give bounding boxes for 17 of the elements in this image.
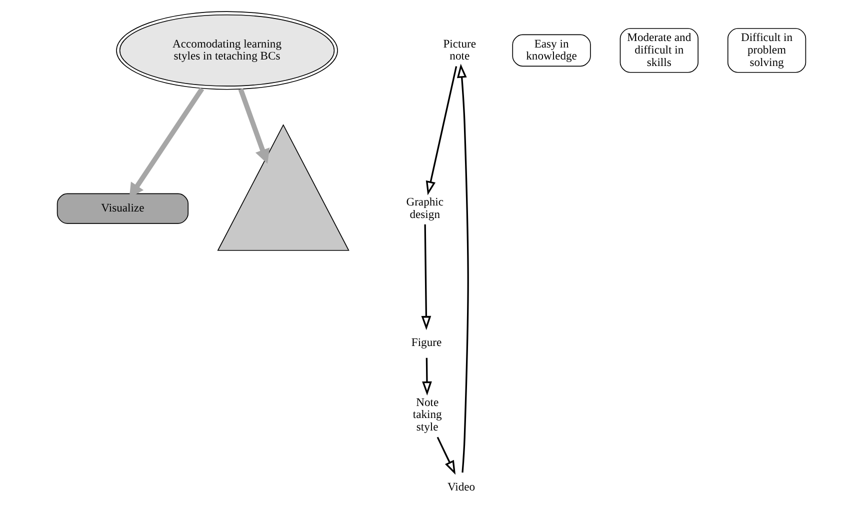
- node-ellipse: Accomodating learning styles in tetaching BCs: [116, 11, 338, 90]
- arrow: [422, 358, 432, 396]
- node-text: Picture note: [442, 37, 476, 63]
- node-text: Note taking style: [412, 396, 442, 434]
- node-box: Moderate and difficult in skills: [619, 28, 698, 73]
- arrow: [425, 66, 457, 196]
- arrow: [420, 224, 431, 330]
- arrow: [456, 64, 468, 473]
- node-box: Easy in knowledge: [512, 34, 590, 67]
- arrow: [238, 88, 270, 164]
- node-triangle: [216, 124, 349, 251]
- node-text: Graphic design: [406, 195, 444, 221]
- node-text: Figure: [410, 336, 442, 349]
- arrow: [436, 436, 456, 475]
- node-box: Visualize: [56, 193, 188, 224]
- node-box: Difficult in problem solving: [726, 28, 806, 73]
- node-text: Video: [447, 480, 475, 494]
